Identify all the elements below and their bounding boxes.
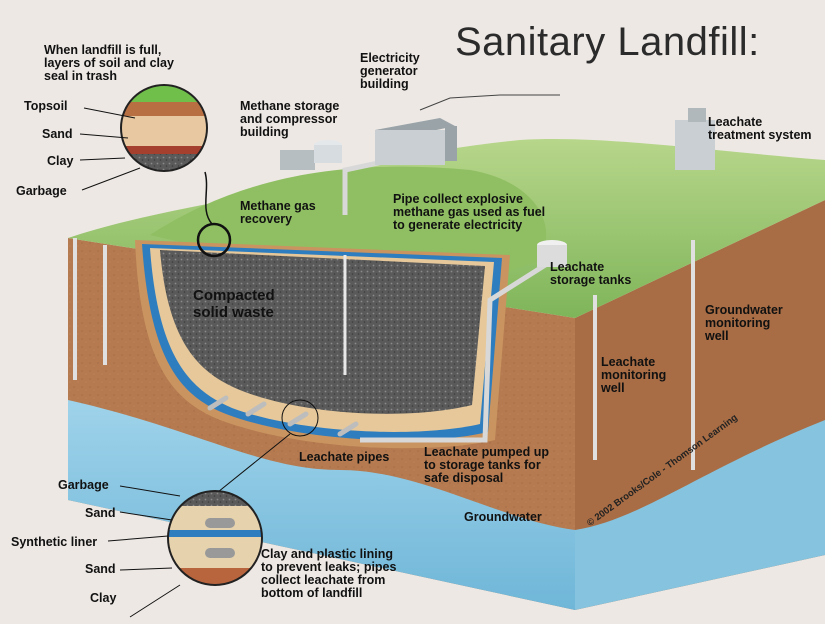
page-title: Sanitary Landfill: [455, 20, 760, 64]
callout-circle-pipes [281, 399, 319, 437]
leachate-monitoring-label: Leachate monitoring well [601, 355, 667, 395]
leachate-storage-tank [537, 240, 567, 267]
garbage-top-label: Garbage [16, 184, 67, 198]
full-landfill-note: When landfill is full, layers of soil an… [44, 43, 174, 83]
leachate-pipes-label: Leachate pipes [299, 450, 390, 464]
garbage-bottom-label: Garbage [58, 478, 109, 492]
callout-circle-surface [196, 222, 232, 258]
electricity-building-label: Electricity generator building [360, 51, 420, 91]
leachate-pipe-riser [360, 259, 552, 443]
groundwater-right [575, 420, 825, 610]
callout-arrow-up [204, 171, 213, 225]
sand-bottom1-label: Sand [85, 506, 116, 520]
monitoring-wells [73, 238, 695, 470]
leader-lines [79, 107, 181, 618]
sand-top-label: Sand [42, 127, 73, 141]
topsoil-label: Topsoil [24, 99, 68, 113]
clay-top-label: Clay [47, 154, 74, 168]
power-line [419, 94, 560, 111]
clay-bottom-label: Clay [90, 591, 117, 605]
electricity-building [375, 118, 457, 165]
lining-note-label: Clay and plastic lining to prevent leaks… [261, 547, 397, 600]
leachate-treatment-building [675, 108, 715, 170]
groundwater-label: Groundwater [464, 510, 542, 524]
compacted-waste-label: Compacted solid waste [193, 287, 275, 321]
methane-storage-label: Methane storage and compressor building [240, 99, 340, 139]
sand-bottom2-label: Sand [85, 562, 116, 576]
groundwater-monitoring-label: Groundwater monitoring well [705, 303, 783, 343]
synthetic-liner-label: Synthetic liner [11, 535, 98, 549]
methane-storage-building [280, 140, 342, 170]
leachate-storage-label: Leachate storage tanks [550, 260, 632, 287]
compacted-waste-area [160, 250, 485, 414]
leachate-pumped-label: Leachate pumped up to storage tanks for … [424, 445, 550, 485]
leachate-treatment-label: Leachate treatment system [708, 115, 812, 142]
methane-recovery-label: Methane gas recovery [240, 199, 316, 226]
pipe-collect-label: Pipe collect explosive methane gas used … [393, 192, 546, 232]
groundwater-front [68, 400, 575, 610]
leachate-pipes [207, 395, 359, 437]
